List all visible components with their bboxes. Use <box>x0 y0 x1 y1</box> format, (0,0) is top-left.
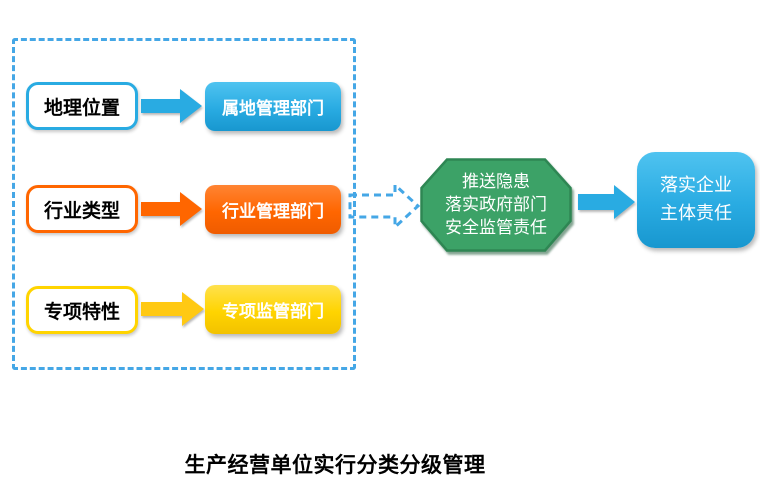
department-box-territorial-management: 属地管理部门 <box>205 82 341 131</box>
right-arrow-blue-icon <box>141 89 202 123</box>
dashed-right-arrow-icon <box>348 182 421 230</box>
outcome-line-2: 主体责任 <box>660 203 732 224</box>
department-box-special-supervision: 专项监管部门 <box>205 285 341 334</box>
criterion-box-special-characteristics: 专项特性 <box>26 286 138 334</box>
government-supervision-octagon <box>420 158 572 252</box>
right-arrow-orange-icon <box>141 192 202 226</box>
criterion-box-industry-type: 行业类型 <box>26 185 138 233</box>
right-arrow-yellow-icon <box>141 292 204 326</box>
criterion-box-geographic-location: 地理位置 <box>26 82 138 130</box>
hub-line-2: 落实政府部门 <box>445 194 547 215</box>
government-supervision-label: 推送隐患 落实政府部门 安全监管责任 <box>420 158 572 252</box>
department-box-industry-management: 行业管理部门 <box>205 185 341 234</box>
diagram-caption: 生产经营单位实行分类分级管理 <box>184 454 486 477</box>
hub-line-3: 安全监管责任 <box>445 217 547 238</box>
classification-group-frame <box>12 38 356 370</box>
outcome-line-1: 落实企业 <box>660 175 732 196</box>
right-arrow-blue-icon <box>578 185 635 219</box>
hub-line-1: 推送隐患 <box>462 171 530 192</box>
enterprise-responsibility-box: 落实企业 主体责任 <box>637 152 755 248</box>
